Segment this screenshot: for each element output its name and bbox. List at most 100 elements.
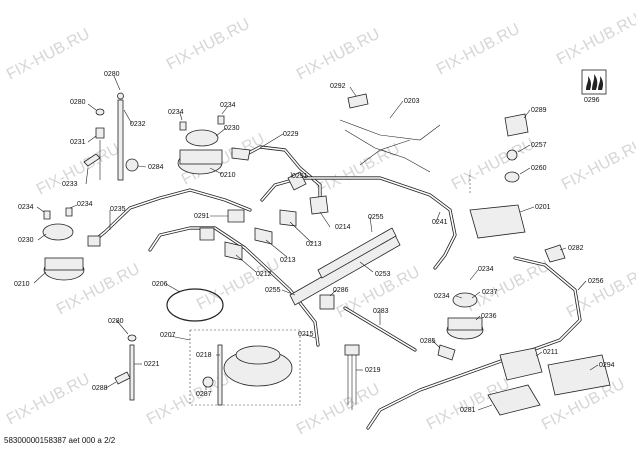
- thermocouple-0218: [217, 344, 223, 406]
- flame-icon: [586, 76, 592, 90]
- part-label: 0234: [18, 204, 34, 211]
- rod-tip: [117, 92, 124, 100]
- part-label: 0280: [104, 71, 120, 78]
- part-label: 0203: [404, 98, 420, 105]
- part-label: 0291: [194, 213, 210, 220]
- watermark: FIX-HUB.RU: [449, 136, 538, 194]
- part-label: 0280: [108, 318, 124, 325]
- part-label: 0219: [365, 367, 381, 374]
- part-label: 0283: [373, 308, 389, 315]
- part-label: 0210: [14, 281, 30, 288]
- watermark: FIX-HUB.RU: [4, 371, 93, 429]
- clip-0282: [544, 244, 566, 263]
- flame-icon-box: 0296: [581, 69, 607, 104]
- pipe-end-fitting: [87, 235, 101, 247]
- flame-icon: [592, 74, 598, 90]
- parts: [42, 92, 611, 416]
- watermark: FIX-HUB.RU: [34, 141, 123, 199]
- fitting-0286: [319, 294, 335, 310]
- fitting-0287: [202, 376, 214, 388]
- watermark: FIX-HUB.RU: [314, 141, 403, 199]
- burner-cap-0230: [185, 129, 219, 147]
- watermark: FIX-HUB.RU: [294, 26, 383, 84]
- electrode-0221: [129, 344, 135, 401]
- part-label: 0229: [283, 131, 299, 138]
- part-label: 0256: [588, 278, 604, 285]
- valve-strip-0253: [317, 227, 397, 279]
- screw-0234-c: [43, 210, 51, 220]
- part-label: 0291: [292, 173, 308, 180]
- part-label: 0215: [298, 331, 314, 338]
- part-label: 0206: [152, 281, 168, 288]
- part-label: 0253: [375, 271, 391, 278]
- burner-left-ring: [44, 257, 84, 271]
- burner-ring: [179, 149, 223, 165]
- wire-harness-c: [359, 139, 411, 166]
- valve-0213-a: [279, 209, 297, 227]
- valve-0213-b: [254, 227, 273, 245]
- watermark: FIX-HUB.RU: [434, 21, 523, 79]
- watermark: FIX-HUB.RU: [4, 26, 93, 84]
- part-label: 0288: [92, 385, 108, 392]
- mounting-plate-0281: [487, 384, 541, 416]
- watermark: FIX-HUB.RU: [559, 136, 636, 194]
- clip-0233: [83, 153, 101, 167]
- part-label: 0237: [482, 289, 498, 296]
- watermark: FIX-HUB.RU: [164, 16, 253, 74]
- washer-0257: [506, 149, 518, 161]
- part-label: 0207: [160, 332, 176, 339]
- part-label: 0255: [368, 214, 384, 221]
- valve-0291-b: [227, 209, 245, 223]
- nut-0284: [125, 158, 139, 172]
- burner-right-ring: [447, 317, 483, 331]
- electrode-wires-0219: [347, 350, 357, 410]
- part-label: 0257: [531, 142, 547, 149]
- part-label: 0234: [168, 109, 184, 116]
- part-label: 0201: [535, 204, 551, 211]
- burner-cap-left-0230: [42, 223, 74, 241]
- washer-0280: [127, 334, 137, 342]
- part-label: 0230: [18, 237, 34, 244]
- part-label: 0282: [568, 245, 584, 252]
- nut-0260: [504, 171, 520, 183]
- part-label: 0234: [434, 293, 450, 300]
- document-footer: 58300000158387 aet 000 a 2/2: [4, 436, 116, 445]
- part-label: 0233: [62, 181, 78, 188]
- valve-side: [199, 227, 215, 241]
- valve-0291-a: [287, 171, 307, 191]
- part-label: 0235: [110, 206, 126, 213]
- part-label: 0218: [196, 352, 212, 359]
- cover-0294: [547, 354, 611, 396]
- part-label: 0210: [220, 172, 236, 179]
- small-bracket: [95, 127, 105, 139]
- part-label: 0234: [478, 266, 494, 273]
- watermark: FIX-HUB.RU: [294, 381, 383, 439]
- part-label: 0230: [224, 125, 240, 132]
- thermocouple-rod: [117, 99, 124, 181]
- seal-ring-0206: [166, 288, 224, 322]
- part-labels: 0280 0280 0231 0233 0232 0234 0234 0230 …: [14, 71, 615, 414]
- part-label: 0234: [220, 102, 236, 109]
- valve-0229-fitting: [231, 147, 251, 161]
- ignition-transformer-0211: [499, 347, 543, 381]
- part-label: 0231: [70, 139, 86, 146]
- wire-harness-0203: [339, 119, 441, 141]
- part-label: 0280: [70, 99, 86, 106]
- flame-icon-label: 0296: [584, 97, 600, 104]
- part-label: 0236: [481, 313, 497, 320]
- flame-icon: [598, 76, 604, 90]
- screw-0234-a: [179, 121, 187, 131]
- clip-0292: [347, 93, 369, 109]
- screw-0234-b: [217, 115, 225, 125]
- part-label: 0281: [460, 407, 476, 414]
- burner-group-frame: [189, 329, 301, 406]
- part-label: 0260: [531, 165, 547, 172]
- part-label: 0289: [531, 107, 547, 114]
- part-label: 0221: [144, 361, 160, 368]
- part-label: 0234: [77, 201, 93, 208]
- part-label: 0213: [280, 257, 296, 264]
- wire-harness-b: [344, 129, 431, 173]
- part-label: 0294: [599, 362, 615, 369]
